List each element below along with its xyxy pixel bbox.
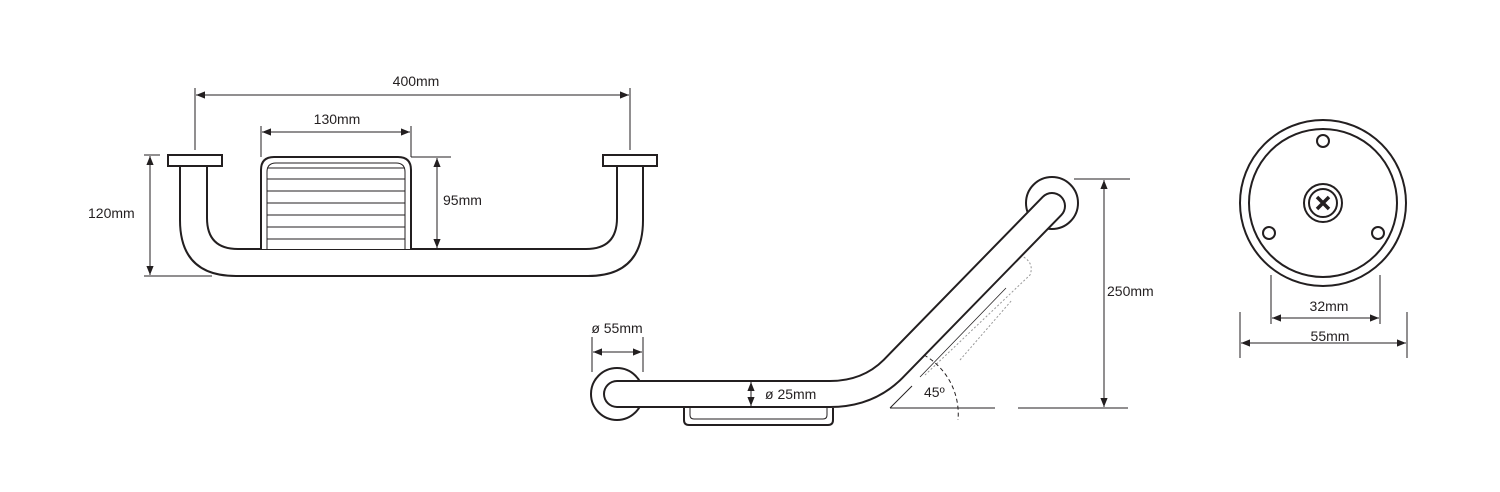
screw-cross-icon: [1315, 195, 1331, 211]
flange-view: 32mm 55mm: [1239, 119, 1408, 358]
flange-diameter-label: 55mm: [1311, 328, 1350, 344]
screw-hole: [1262, 226, 1276, 240]
angled-tube-outline: [603, 192, 1066, 408]
angle-label: 45º: [924, 384, 945, 400]
shelf: [683, 408, 834, 426]
front-view: 400mm 130mm 95mm 120mm: [88, 73, 658, 277]
flange-diameter-label: ø 55mm: [591, 320, 642, 336]
basket-height-label: 95mm: [443, 192, 482, 208]
u-tube-outer: [179, 166, 644, 277]
dimension-lines: [144, 88, 631, 277]
soap-basket: [260, 156, 412, 249]
basket-width-label: 130mm: [314, 111, 361, 127]
hole-spacing-label: 32mm: [1310, 298, 1349, 314]
overall-width-label: 400mm: [393, 73, 440, 89]
tube-diameter-label: ø 25mm: [765, 386, 816, 402]
dotted-alternate-position: [904, 254, 1032, 376]
screw-hole: [1371, 226, 1385, 240]
overall-height-label: 120mm: [88, 205, 135, 221]
height-label: 250mm: [1107, 283, 1154, 299]
screw-hole: [1316, 134, 1330, 148]
side-view: ø 55mm ø 25mm 45º 250mm: [590, 176, 1154, 426]
left-flange: [167, 154, 223, 167]
dimension-lines: [1239, 275, 1408, 358]
angled-tube: [605, 194, 1064, 406]
right-flange: [602, 154, 658, 167]
dimension-lines: [591, 178, 1130, 421]
